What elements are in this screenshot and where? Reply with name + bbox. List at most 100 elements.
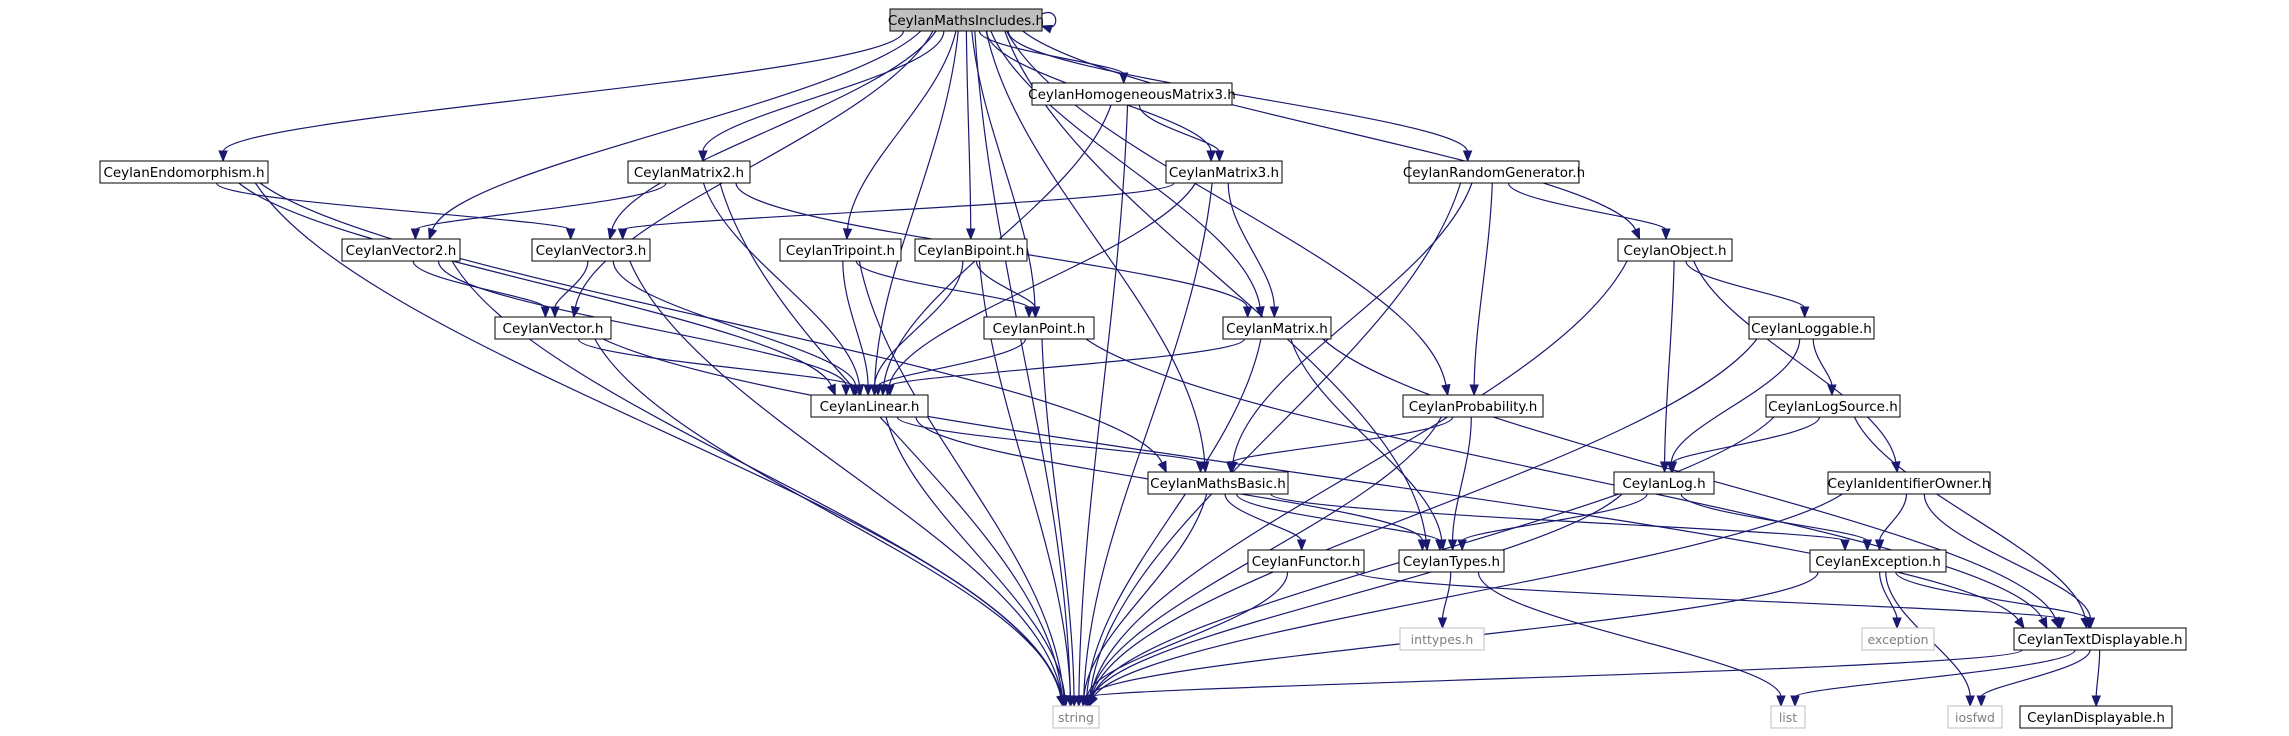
node-point[interactable]: CeylanPoint.h (983, 316, 1095, 340)
edge-line (1270, 493, 1846, 542)
edge-tripoint-to-linear (842, 260, 873, 397)
node-box (494, 316, 612, 340)
arrow-head-icon (2038, 616, 2048, 630)
arrow-head-icon (1892, 617, 1902, 630)
edge-line (858, 260, 1065, 698)
node-box (341, 238, 461, 262)
edge-exception-to-exception_std (1879, 571, 1902, 630)
edge-probability-to-mathsbasic (1226, 416, 1454, 474)
arrow-head-icon (1965, 695, 1975, 708)
node-log[interactable]: CeylanLog.h (1613, 471, 1715, 495)
node-endo[interactable]: CeylanEndomorphism.h (99, 160, 269, 184)
edge-mathsbasic-to-string (1079, 493, 1208, 708)
node-vector2[interactable]: CeylanVector2.h (341, 238, 461, 262)
node-functor[interactable]: CeylanFunctor.h (1247, 549, 1365, 573)
node-box (1052, 705, 1100, 729)
node-box (1748, 316, 1875, 340)
arrow-head-icon (2091, 695, 2101, 708)
arrow-head-icon (1874, 539, 1885, 552)
node-label: CeylanVector2.h (346, 243, 457, 259)
edge-line (889, 338, 1245, 387)
edge-includes-to-linear (869, 30, 959, 397)
edge-matrix3-to-matrix (1227, 182, 1280, 319)
node-box (779, 238, 902, 262)
node-loggable[interactable]: CeylanLoggable.h (1748, 316, 1875, 340)
arrow-head-icon (863, 384, 873, 397)
node-label: CeylanVector.h (503, 321, 604, 337)
arrow-head-icon (1790, 695, 1800, 708)
node-iosfwd: iosfwd (1947, 705, 2003, 729)
node-box (1827, 471, 1991, 495)
edge-line (1664, 260, 1675, 464)
node-matrix[interactable]: CeylanMatrix.h (1222, 316, 1332, 340)
edge-includes-to-endo (218, 30, 905, 163)
node-object[interactable]: CeylanObject.h (1617, 238, 1733, 262)
node-box (1031, 82, 1233, 106)
arrow-head-icon (2084, 617, 2094, 630)
arrow-head-icon (1069, 695, 1079, 708)
arrow-head-icon (1296, 539, 1307, 552)
arrow-head-icon (1226, 461, 1236, 474)
node-box (983, 316, 1095, 340)
node-vector[interactable]: CeylanVector.h (494, 316, 612, 340)
node-box (914, 238, 1028, 262)
node-includes[interactable]: CeylanMathsIncludes.h (888, 8, 1044, 32)
edge-line (1812, 338, 1833, 387)
arrow-head-icon (1776, 695, 1786, 708)
edge-bipoint-to-point (975, 260, 1041, 319)
edge-line (719, 182, 1063, 698)
edge-matrix2-to-linear (702, 182, 865, 397)
node-label: CeylanMatrix2.h (634, 165, 744, 181)
edge-tripoint-to-point (855, 260, 1034, 319)
edge-object-to-idowner (1693, 260, 1901, 474)
node-tripoint[interactable]: CeylanTripoint.h (779, 238, 902, 262)
node-box (1947, 705, 2003, 729)
node-idowner[interactable]: CeylanIdentifierOwner.h (1827, 471, 1991, 495)
edge-line (1041, 338, 1075, 698)
node-box (1408, 160, 1580, 184)
node-label: CeylanRandomGenerator.h (1403, 165, 1585, 181)
node-displayable[interactable]: CeylanDisplayable.h (2019, 705, 2173, 729)
edge-line (1878, 493, 1908, 542)
node-probability[interactable]: CeylanProbability.h (1402, 394, 1544, 418)
node-random[interactable]: CeylanRandomGenerator.h (1403, 160, 1585, 184)
edge-line (1693, 260, 1897, 464)
node-types[interactable]: CeylanTypes.h (1398, 549, 1505, 573)
node-box (1402, 394, 1544, 418)
arrow-head-icon (841, 384, 851, 397)
edge-line (1022, 30, 1637, 231)
arrow-head-icon (550, 306, 560, 319)
edge-line (855, 260, 1030, 309)
node-logsource[interactable]: CeylanLogSource.h (1765, 394, 1901, 418)
edge-includes-to-tripoint (842, 30, 957, 241)
edge-functor-to-string (1082, 571, 1289, 708)
edge-line (1923, 493, 2092, 620)
edge-line (1685, 260, 1806, 309)
edge-textdisp-to-iosfwd (1976, 649, 2091, 708)
edge-includes-to-vector2 (428, 30, 922, 241)
node-matrix3[interactable]: CeylanMatrix3.h (1165, 160, 1283, 184)
edge-line (873, 260, 964, 387)
arrow-head-icon (1840, 539, 1850, 552)
edge-line (1473, 182, 1493, 387)
arrow-head-icon (2055, 617, 2066, 630)
arrow-head-icon (607, 227, 617, 241)
node-mathsbasic[interactable]: CeylanMathsBasic.h (1147, 471, 1289, 495)
node-vector3[interactable]: CeylanVector3.h (531, 238, 651, 262)
node-homog3[interactable]: CeylanHomogeneousMatrix3.h (1028, 82, 1236, 106)
edge-line (1232, 182, 1473, 464)
node-textdisp[interactable]: CeylanTextDisplayable.h (2013, 627, 2187, 651)
edge-line (629, 260, 1063, 698)
node-label: CeylanHomogeneousMatrix3.h (1028, 87, 1236, 103)
node-bipoint[interactable]: CeylanBipoint.h (914, 238, 1028, 262)
edge-line (622, 182, 1175, 231)
arrow-head-icon (1631, 227, 1641, 241)
edge-line (437, 260, 847, 387)
node-linear[interactable]: CeylanLinear.h (810, 394, 929, 418)
node-exception[interactable]: CeylanException.h (1809, 549, 1947, 573)
node-matrix2[interactable]: CeylanMatrix2.h (627, 160, 751, 184)
edge-line (874, 30, 959, 387)
node-box (1147, 471, 1289, 495)
node-box (1770, 705, 1806, 729)
edge-functor-to-textdisp (1355, 571, 2066, 630)
